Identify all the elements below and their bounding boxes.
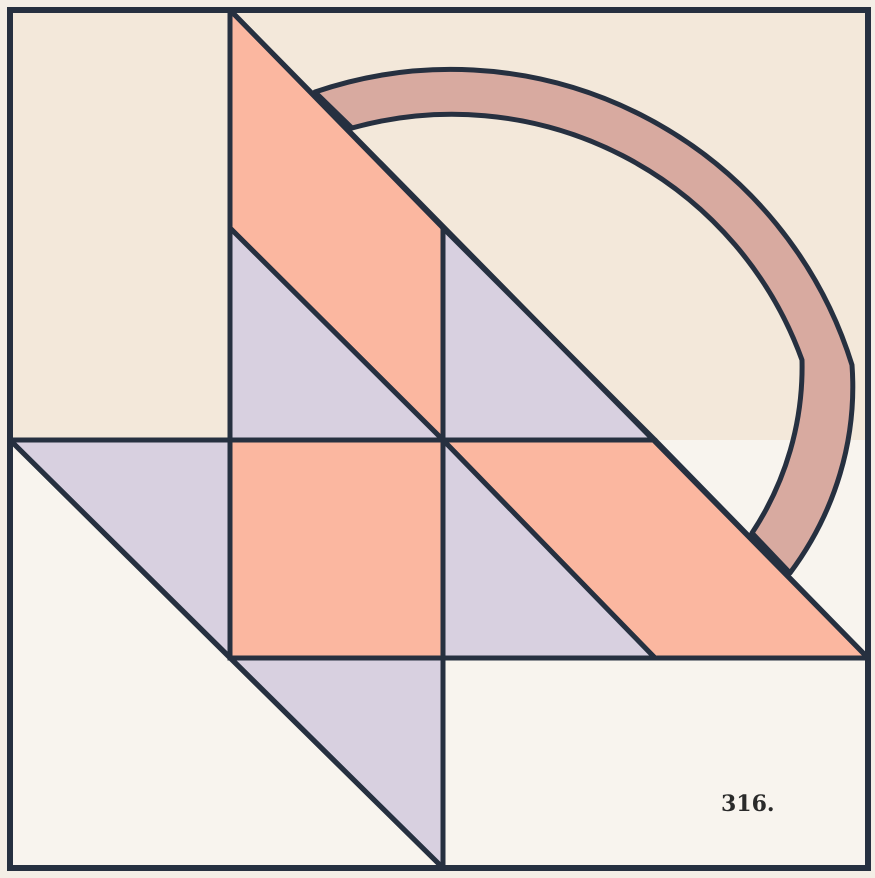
center-square: [230, 440, 443, 658]
plate-number: 316.: [721, 791, 775, 817]
